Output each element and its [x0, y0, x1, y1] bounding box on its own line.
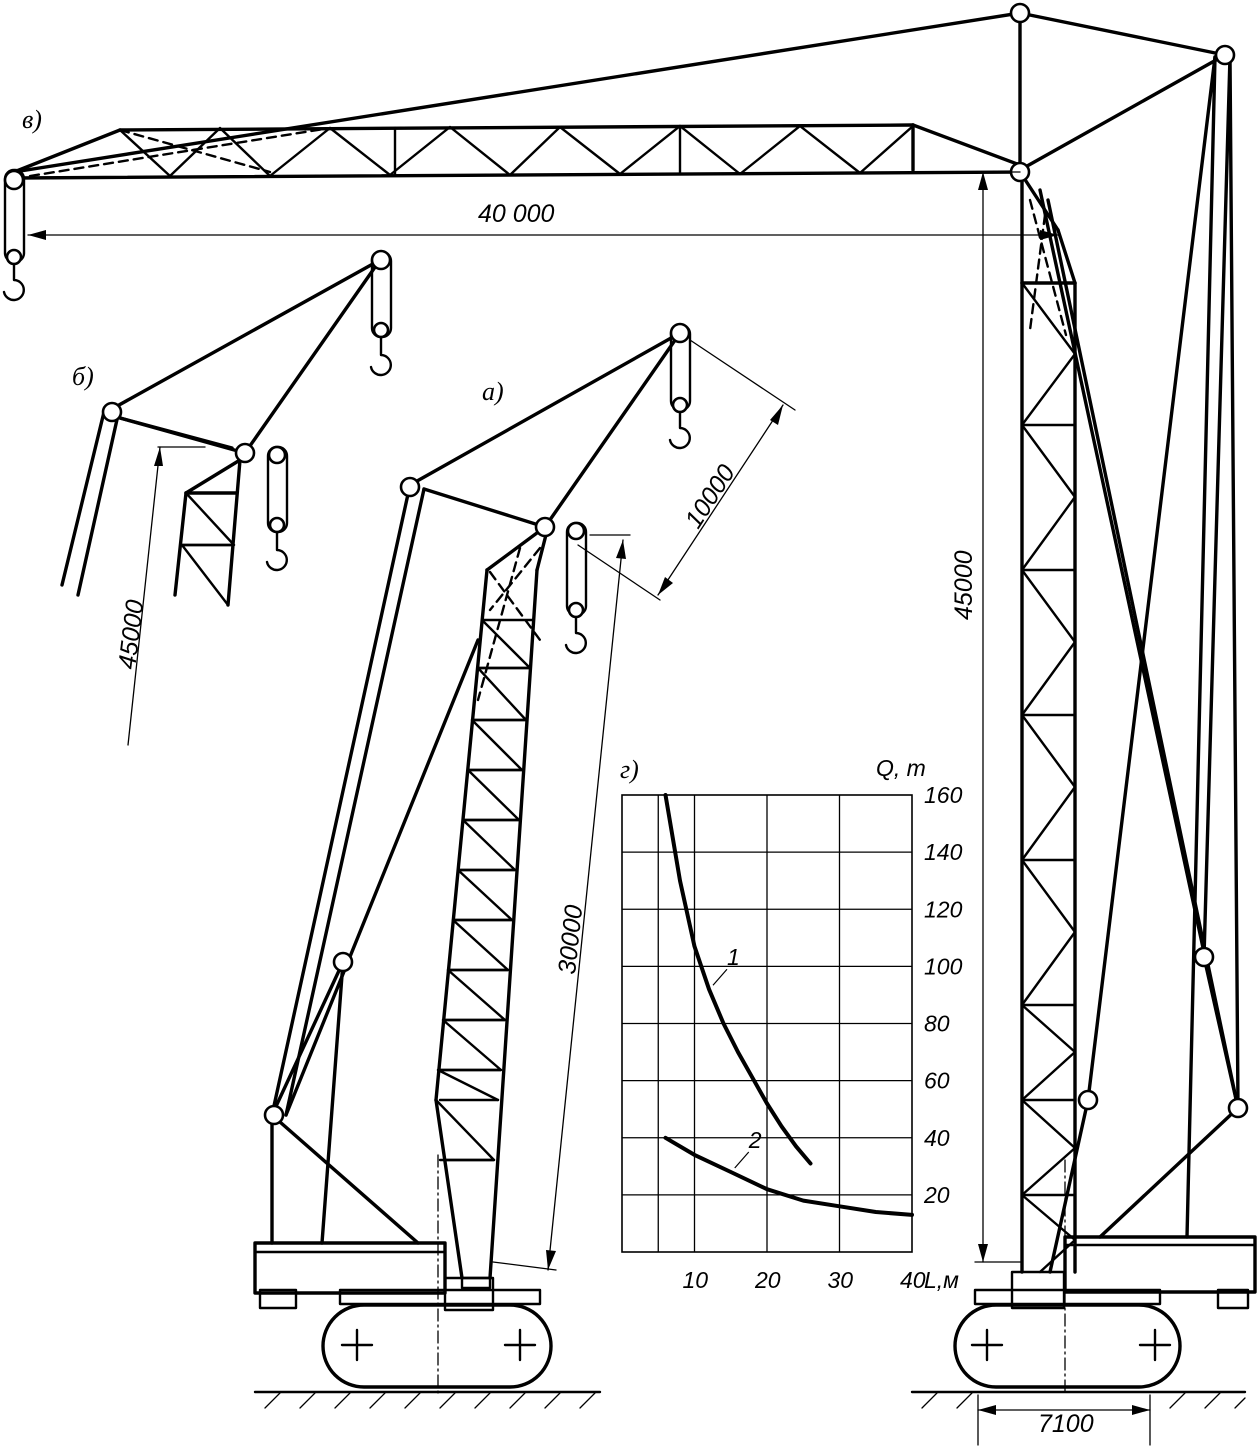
dim-10000: 10000 — [680, 460, 741, 534]
label-b: б) — [72, 362, 94, 391]
series-line-1 — [663, 793, 813, 1166]
chart-xlabel: L,м — [924, 1267, 959, 1293]
series-line-2 — [663, 1135, 914, 1217]
ground-right — [910, 1390, 1247, 1409]
label-a: а) — [482, 377, 504, 406]
ground-left — [253, 1390, 602, 1409]
chart-grid — [621, 794, 913, 1253]
dim-45000-left: 45000 — [113, 598, 149, 671]
crane-body — [253, 1241, 447, 1295]
y-tick-label: 140 — [924, 839, 963, 865]
chart-ticks: 10 20 30 40 20 40 60 80 100 120 140 160 — [683, 782, 963, 1293]
crane-a — [253, 322, 692, 1396]
crane-b — [60, 249, 393, 746]
series-label-2: 2 — [748, 1127, 762, 1153]
y-tick-label: 100 — [924, 953, 963, 979]
series-label-1: 1 — [727, 944, 740, 970]
y-tick-label: 160 — [924, 782, 963, 808]
dim-7100: 7100 — [1038, 1410, 1094, 1438]
hook-b-aux — [265, 445, 289, 572]
y-tick-label: 80 — [924, 1011, 950, 1037]
dim-30000: 30000 — [553, 903, 588, 975]
chart-series: 12 — [663, 793, 914, 1217]
x-tick-label: 30 — [828, 1267, 854, 1293]
label-v: в) — [22, 105, 42, 134]
hook-a-aux — [564, 521, 588, 655]
y-tick-label: 20 — [923, 1182, 950, 1208]
x-tick-label: 40 — [900, 1267, 926, 1293]
series-leader — [734, 1151, 750, 1169]
hook-b-main — [369, 249, 393, 377]
y-tick-label: 60 — [924, 1068, 950, 1094]
hook-v — [2, 168, 26, 302]
y-tick-label: 120 — [924, 896, 963, 922]
hook-a-main — [668, 322, 692, 450]
dim-40000: 40 000 — [478, 200, 555, 228]
dim-45000-right: 45000 — [950, 550, 978, 620]
x-tick-label: 20 — [754, 1267, 781, 1293]
y-tick-label: 40 — [924, 1125, 950, 1151]
series-leader — [712, 968, 728, 986]
x-tick-label: 10 — [683, 1267, 709, 1293]
chart-ylabel: Q, т — [876, 755, 926, 781]
label-g: г) — [620, 755, 639, 784]
